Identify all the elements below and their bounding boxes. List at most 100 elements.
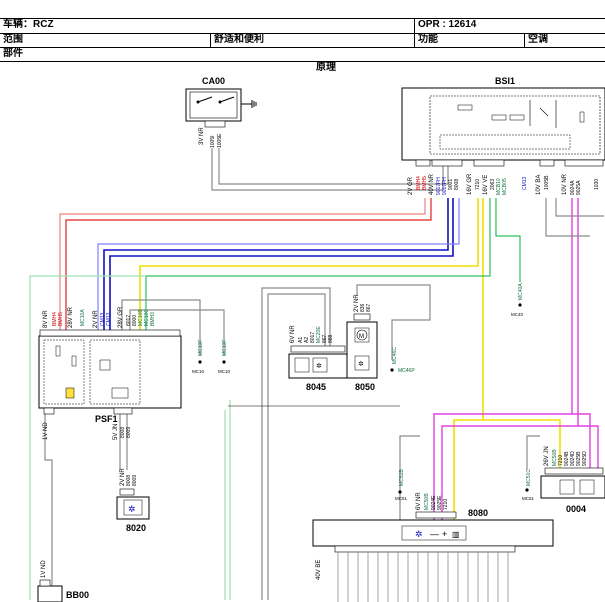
- wire-red: [65, 198, 432, 330]
- c8045-inner: [312, 357, 328, 373]
- resistor-icon: [71, 355, 77, 367]
- plus-icon: +: [442, 529, 447, 539]
- function-label: 功能: [418, 34, 438, 45]
- wire-code: MC40A: [518, 283, 524, 300]
- wire-code: MC10F: [198, 340, 204, 356]
- wire-gray-ca00: [211, 148, 444, 191]
- wire-cyan: [97, 198, 460, 330]
- connector-label: 6V NR: [290, 325, 296, 343]
- c8080-pins: [415, 511, 457, 519]
- splice-label: MC46P: [398, 368, 415, 374]
- category-value: 舒适和便利: [214, 34, 264, 45]
- motor-icon: [356, 329, 368, 341]
- wire-code: BMH5: [422, 176, 428, 190]
- wire-code: 8009: [132, 475, 138, 486]
- c8045-pins: [290, 345, 346, 353]
- wire-code: CM13: [522, 176, 528, 190]
- connector-label: 28V GR: [118, 306, 124, 328]
- connector-label: 8V NR: [43, 310, 49, 328]
- header-rule: [0, 33, 605, 34]
- wire-gray: [261, 287, 331, 600]
- wire-code: MC10A: [80, 309, 86, 326]
- header-divider: [524, 33, 525, 47]
- connector-label: 2V NR: [120, 468, 126, 486]
- wire-code: 8017: [310, 332, 316, 343]
- splice-mc46: MC46C MC46P: [390, 347, 415, 374]
- wire-code: 8000: [132, 315, 138, 326]
- component-0004: 0004 26V JN MC50B 7210 9024B 9024D 9025B…: [540, 446, 605, 514]
- wire-gray: [545, 198, 590, 237]
- c8045-label: 8045: [306, 382, 326, 392]
- relay-icon: [529, 100, 557, 128]
- fuse: [491, 114, 507, 121]
- wire-code: BMH3: [150, 312, 156, 326]
- connector-label: 16V VE: [483, 175, 489, 195]
- wire-gray: [44, 412, 53, 600]
- wire-code: 7210: [475, 179, 481, 190]
- wire-code: 9017FH: [442, 177, 448, 195]
- header-rule: [0, 18, 605, 19]
- wire-gray: [267, 293, 326, 600]
- wire-code: 867: [322, 334, 328, 343]
- c8020-inner: [123, 499, 143, 516]
- wire-code: MC10F: [222, 340, 228, 356]
- c8080-inner: [401, 525, 467, 541]
- wire-code: 836: [360, 303, 366, 312]
- connector-label: 2V NR: [93, 310, 99, 328]
- splice-label: MC51: [522, 496, 535, 501]
- ground-icon: [251, 100, 257, 108]
- resistor-icon: [579, 111, 585, 123]
- wire-code: 8008: [126, 475, 132, 486]
- psf1-pins: [39, 329, 181, 337]
- c0004-inner: [579, 479, 595, 495]
- wire-code: CM13: [100, 312, 106, 326]
- opr-label: OPR : 12614: [418, 19, 477, 30]
- relay-icon: [65, 387, 75, 399]
- header-rule: [0, 47, 605, 48]
- wire-code: BMH4: [52, 312, 58, 326]
- wire-code: 8017: [126, 315, 132, 326]
- splice-label: MC40: [511, 312, 524, 317]
- ca00-label: CA00: [202, 76, 225, 86]
- wire-green: [145, 198, 491, 330]
- sensor-icon: ✲: [358, 360, 364, 368]
- display-icon: ▥: [452, 530, 460, 539]
- wire-blue: [103, 198, 449, 330]
- wire-code: 9024A: [570, 180, 576, 195]
- switch-lever: [219, 96, 235, 103]
- wire-code: 9024B: [564, 451, 570, 466]
- connector-label: 10V NR: [562, 173, 568, 195]
- psf1-inner: [43, 339, 85, 405]
- bb00-pins: [39, 579, 51, 587]
- component-bb00: BB00 1V ND: [37, 560, 89, 602]
- function-value: 空调: [528, 34, 548, 45]
- wire-gray: [129, 309, 225, 355]
- wire-code: MC10C: [144, 309, 150, 326]
- wire-code: 9025E: [437, 495, 443, 510]
- wire-code: BMH4: [416, 176, 422, 190]
- c8050-pins: [353, 313, 371, 321]
- fuse: [457, 104, 473, 111]
- connector-label: 1V ND: [41, 560, 47, 578]
- psf1-pins: [43, 407, 55, 415]
- wire-blue: [109, 198, 454, 330]
- psf1-pins: [113, 407, 133, 415]
- wire-code: 7210: [558, 455, 564, 466]
- wire-code: MC50B: [424, 493, 430, 510]
- wire-code: 1005B: [544, 175, 550, 190]
- c8080-label: 8080: [468, 508, 488, 518]
- connector-label: 10V BA: [536, 175, 542, 195]
- wire-code: 9024D: [570, 451, 576, 466]
- splice-label: MC51: [395, 496, 408, 501]
- wire-gray: [555, 198, 604, 217]
- wire-gray: [526, 435, 540, 470]
- wire-code: 9024E: [431, 495, 437, 510]
- splice-node: [525, 488, 529, 492]
- motor-icon: M: [359, 334, 364, 340]
- connector-label: 26V JN: [544, 446, 550, 466]
- psf1-label: PSF1: [95, 414, 118, 424]
- wire-code: 8008: [454, 179, 460, 190]
- connector-label: 16V GR: [467, 173, 473, 195]
- category-label: 范围: [3, 34, 23, 45]
- connector-label: 5V JN: [113, 424, 119, 440]
